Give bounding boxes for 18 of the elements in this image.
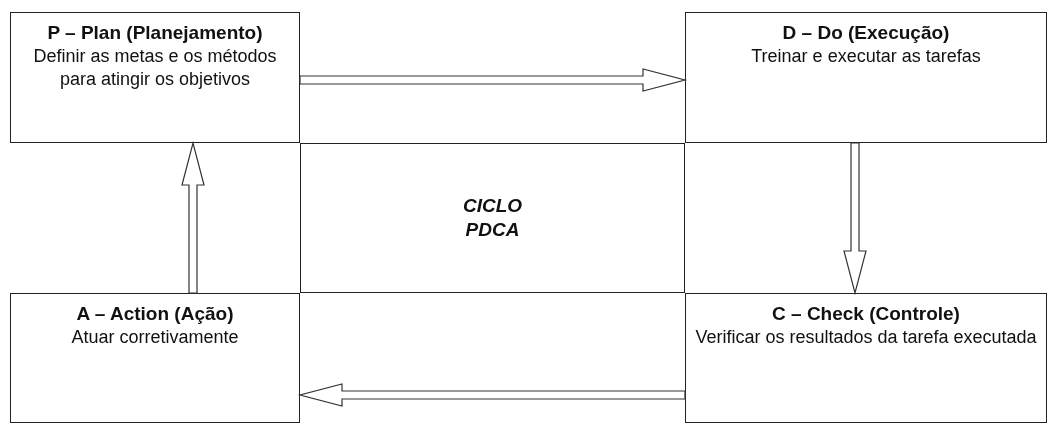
block-arrow	[843, 142, 867, 296]
center-cell	[300, 143, 685, 293]
center-label: CICLO PDCA	[461, 194, 524, 242]
phase-title: P – Plan (Planejamento)	[47, 21, 263, 45]
process-box	[10, 293, 300, 423]
phase-title: C – Check (Controle)	[772, 302, 960, 326]
block-arrow	[181, 140, 205, 294]
process-box	[685, 12, 1047, 143]
phase-title: D – Do (Execução)	[782, 21, 950, 45]
block-arrow	[299, 68, 688, 92]
phase-description: Atuar corretivamente	[70, 326, 240, 349]
process-box	[685, 293, 1047, 423]
block-arrow	[297, 383, 686, 407]
phase-description: Definir as metas e os métodos para atingir os objetivos	[32, 45, 278, 91]
phase-description: Verificar os resultados da tarefa executada	[694, 326, 1038, 349]
phase-description: Treinar e executar as tarefas	[750, 45, 982, 68]
process-box	[10, 12, 300, 143]
phase-title: A – Action (Ação)	[76, 302, 234, 326]
